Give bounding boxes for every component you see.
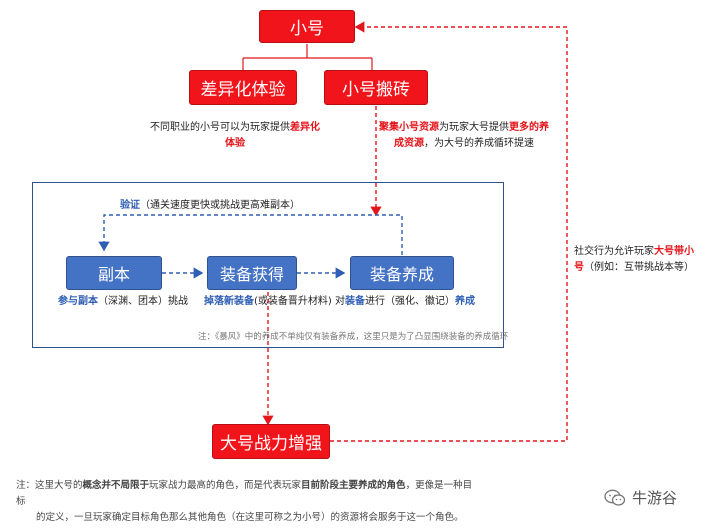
diff-experience-desc: 不同职业的小号可以为玩家提供差异化 体验 <box>150 122 320 149</box>
growth-cycle-lines <box>98 214 403 279</box>
resource-flow-lines <box>262 21 568 442</box>
social-desc: 社交行为允许玩家大号带小 号（例如：互带挑战本等） <box>574 244 694 276</box>
alt-farming-node: 小号搬砖 <box>324 70 428 105</box>
wechat-icon <box>604 489 626 506</box>
diff-experience-node: 差异化体验 <box>189 70 297 105</box>
verify-label: 验证（通关速度更快或挑战更高难副本） <box>118 198 302 214</box>
dungeon-node: 副本 <box>66 256 162 290</box>
frame-note: 注：《暴风》中的养成不单纯仅有装备养成，这里只是为了凸显围绕装备的养成循环 <box>198 332 509 342</box>
main-power-node: 大号战力增强 <box>212 424 330 459</box>
tree-lines <box>242 44 373 70</box>
dungeon-label: 参与副本（深渊、团本）挑战 <box>58 296 188 307</box>
watermark: 牛游谷 <box>604 487 677 508</box>
gear-development-label: 对装备进行（强化、徽记）养成 <box>335 296 475 307</box>
alt-farming-desc: 聚集小号资源为玩家大号提供更多的养 成资源，为大号的养成循环提速 <box>379 122 549 149</box>
gear-obtain-label: 掉落新装备(或装备晋升材料) <box>204 296 332 307</box>
gear-development-node: 装备养成 <box>350 256 454 290</box>
gear-obtain-node: 装备获得 <box>207 256 297 290</box>
footnote: 注：这里大号的概念并不局限于玩家战力最高的角色，而是代表玩家目前阶段主要养成的角… <box>16 480 473 523</box>
growth-cycle-frame <box>32 182 504 348</box>
alt-account-node: 小号 <box>259 10 355 43</box>
